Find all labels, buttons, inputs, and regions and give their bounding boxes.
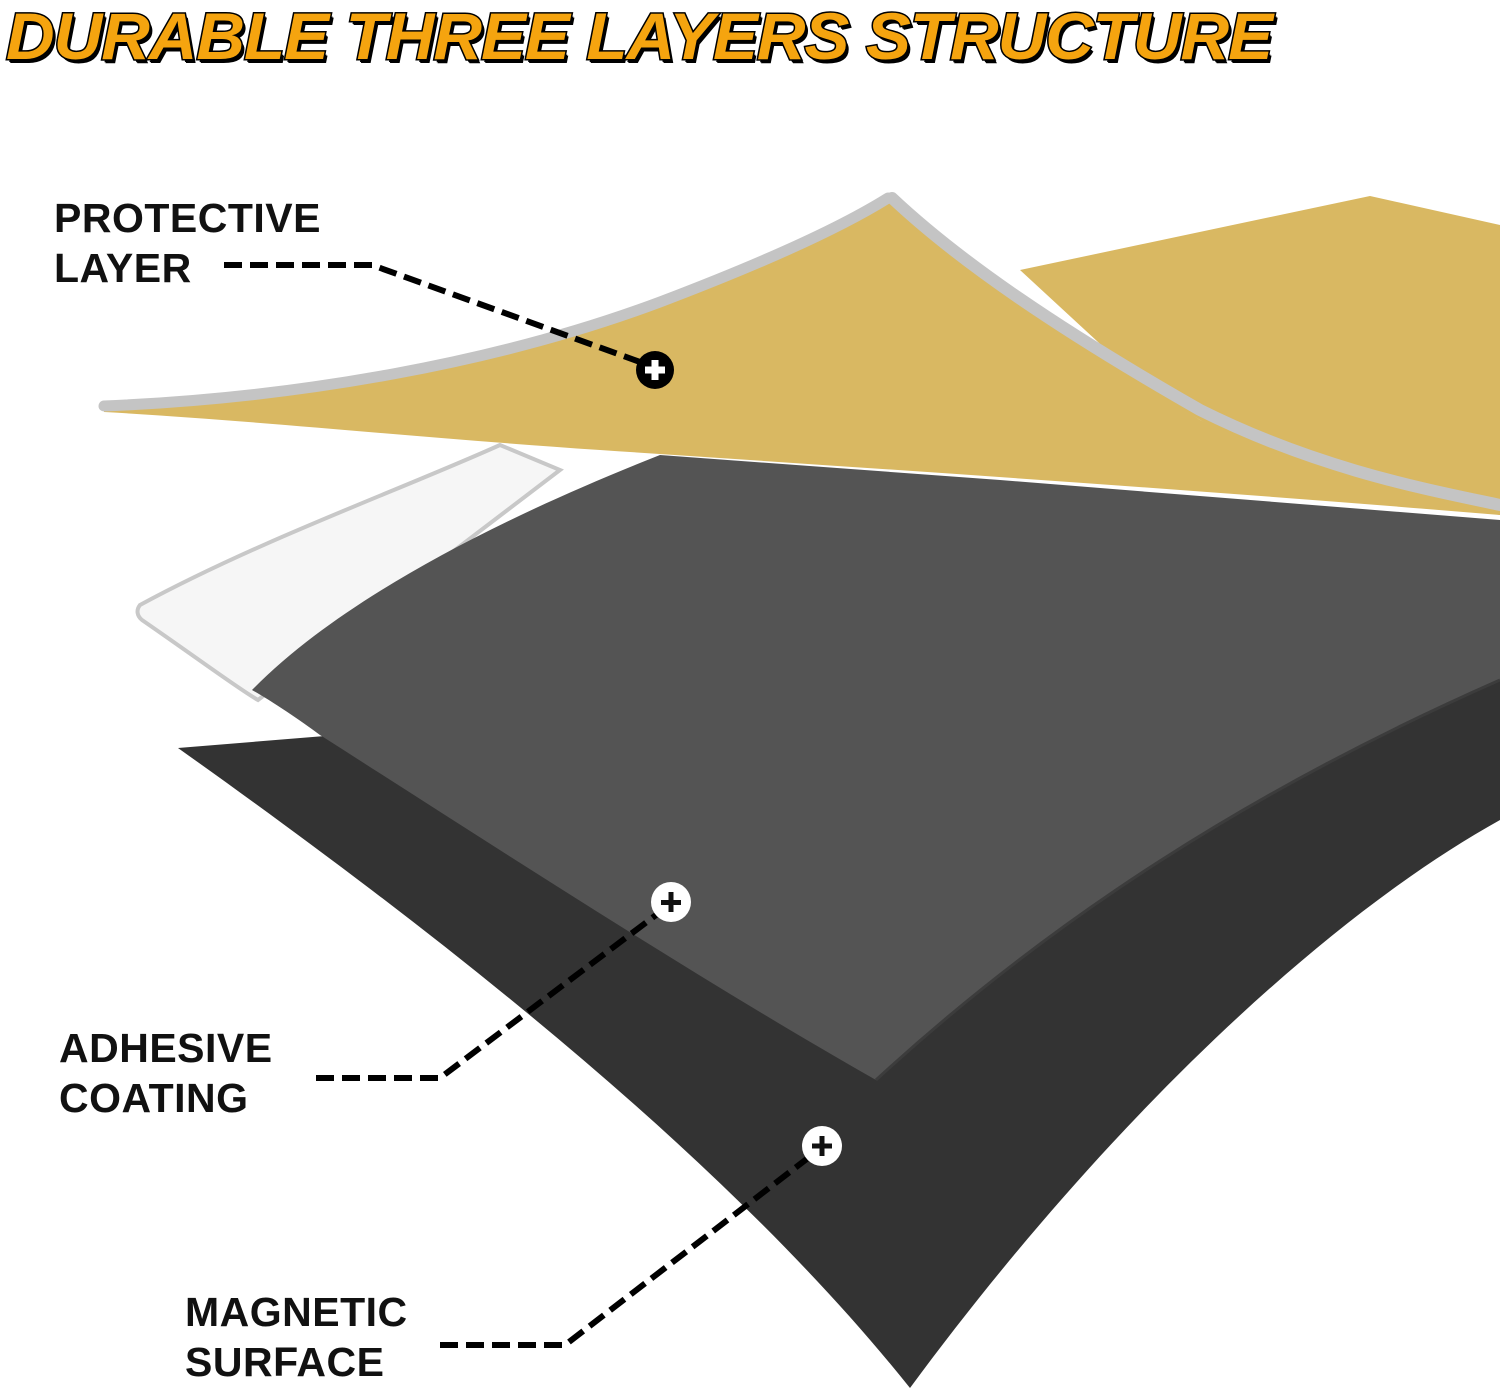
page-title: DURABLE THREE LAYERS STRUCTURE [4,0,1274,75]
magnetic-surface-label: MAGNETIC SURFACE [185,1287,408,1387]
label-line: MAGNETIC [185,1289,408,1335]
protective-sheet-back [1020,196,1500,515]
plus-circle-icon [651,882,691,922]
plus-circle-icon [802,1126,842,1166]
label-line: COATING [59,1075,249,1121]
label-line: LAYER [54,245,192,291]
label-line: ADHESIVE [59,1025,273,1071]
adhesive-coating-label: ADHESIVE COATING [59,1023,273,1123]
adhesive-film [135,442,564,703]
plus-circle-icon [636,351,674,389]
protective-sheet-peel [104,195,1500,515]
protective-layer-label: PROTECTIVE LAYER [54,193,321,293]
protective-edge-right [886,192,1500,511]
protective-edge-left [98,192,894,412]
label-line: PROTECTIVE [54,195,321,241]
magnetic-callout-line [440,1155,810,1348]
surface-shadow-edge [874,678,1500,1082]
protective-callout-line [224,262,642,365]
adhesive-callout-line [316,909,662,1081]
top-surface-sheet [252,455,1500,1080]
label-line: SURFACE [185,1339,385,1385]
